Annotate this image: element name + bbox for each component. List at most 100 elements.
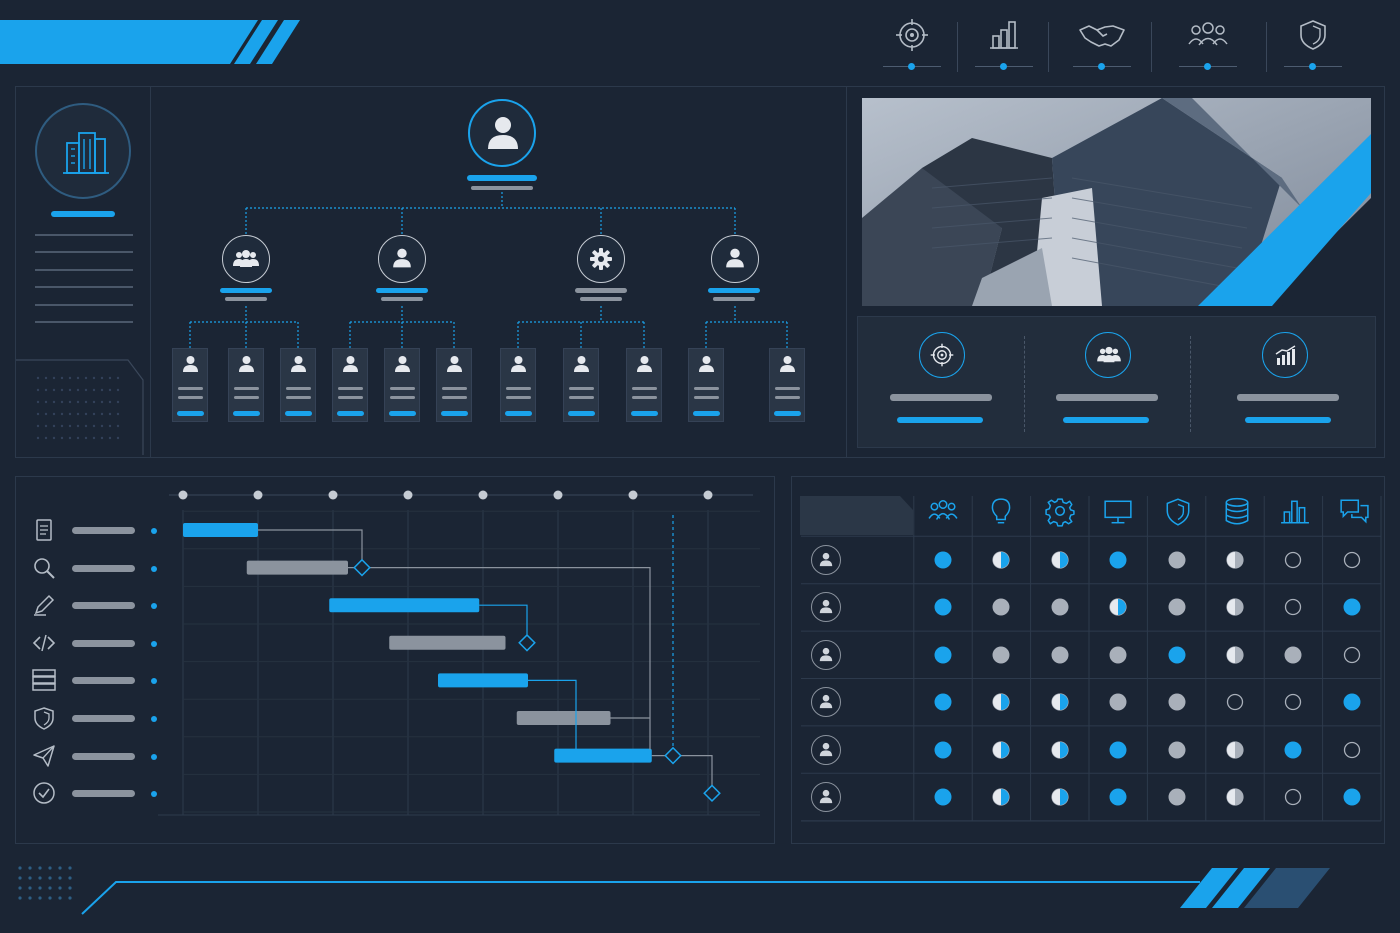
nav-handshake[interactable]: [1067, 18, 1137, 74]
matrix-column-header[interactable]: [1103, 497, 1133, 527]
matrix-status-dot[interactable]: [992, 551, 1010, 569]
gantt-milestone-diamond[interactable]: [353, 558, 371, 577]
matrix-status-dot[interactable]: [934, 693, 952, 711]
employee-card[interactable]: [769, 348, 805, 422]
matrix-status-dot[interactable]: [1109, 646, 1127, 664]
gantt-milestone-dot[interactable]: [253, 490, 263, 500]
matrix-status-dot[interactable]: [1109, 598, 1127, 616]
matrix-row-avatar[interactable]: [811, 734, 841, 765]
matrix-status-dot[interactable]: [1109, 693, 1127, 711]
matrix-row-avatar[interactable]: [811, 782, 841, 812]
matrix-status-dot[interactable]: [1109, 788, 1127, 806]
matrix-status-dot[interactable]: [1284, 598, 1302, 616]
gantt-milestone-dot[interactable]: [403, 490, 413, 500]
matrix-status-dot[interactable]: [1168, 788, 1186, 806]
matrix-status-dot[interactable]: [1284, 551, 1302, 569]
matrix-status-dot[interactable]: [1109, 551, 1127, 569]
org-level1-node-4[interactable]: [711, 235, 759, 283]
gantt-task-bar[interactable]: [554, 748, 652, 763]
employee-card[interactable]: [436, 348, 472, 422]
matrix-status-dot[interactable]: [992, 740, 1010, 759]
gantt-milestone-diamond[interactable]: [664, 746, 682, 765]
gantt-task-row[interactable]: [30, 555, 165, 581]
gantt-task-row[interactable]: [30, 517, 165, 543]
gantt-task-bar[interactable]: [516, 711, 611, 725]
matrix-column-header[interactable]: [1280, 497, 1310, 527]
gantt-milestone-diamond[interactable]: [703, 784, 721, 803]
org-level1-node-3[interactable]: [577, 235, 625, 283]
metric-card-growth[interactable]: [1203, 316, 1367, 434]
gantt-milestone-dot[interactable]: [478, 490, 488, 500]
gantt-task-row[interactable]: [30, 743, 165, 769]
gantt-milestone-dot[interactable]: [178, 490, 188, 500]
matrix-status-dot[interactable]: [1051, 693, 1069, 711]
metric-card-target[interactable]: [859, 316, 1023, 434]
matrix-status-dot[interactable]: [1051, 551, 1069, 569]
gantt-task-row[interactable]: [30, 630, 165, 656]
org-level1-node-1[interactable]: [222, 235, 270, 283]
matrix-status-dot[interactable]: [1168, 741, 1186, 759]
matrix-status-dot[interactable]: [1343, 598, 1361, 616]
matrix-status-dot[interactable]: [1284, 646, 1302, 664]
matrix-status-dot[interactable]: [1284, 788, 1302, 806]
matrix-column-header[interactable]: [1045, 497, 1075, 527]
matrix-column-header[interactable]: [986, 497, 1016, 527]
matrix-status-dot[interactable]: [1343, 693, 1361, 711]
matrix-status-dot[interactable]: [934, 598, 952, 616]
nav-bar-chart[interactable]: [969, 18, 1039, 74]
matrix-status-dot[interactable]: [1284, 693, 1302, 711]
matrix-status-dot[interactable]: [992, 693, 1010, 711]
nav-shield[interactable]: [1278, 18, 1348, 74]
gantt-task-row[interactable]: [30, 667, 165, 693]
employee-card[interactable]: [280, 348, 316, 422]
gantt-task-row[interactable]: [30, 780, 165, 806]
company-avatar[interactable]: [35, 103, 131, 199]
org-root-node[interactable]: [468, 99, 536, 167]
employee-card[interactable]: [563, 348, 599, 422]
matrix-status-dot[interactable]: [1226, 598, 1244, 616]
matrix-status-dot[interactable]: [934, 646, 952, 664]
matrix-status-dot[interactable]: [1051, 740, 1069, 759]
employee-card[interactable]: [228, 348, 264, 422]
matrix-status-dot[interactable]: [934, 551, 952, 569]
matrix-column-header[interactable]: [1339, 497, 1369, 527]
gantt-task-row[interactable]: [30, 592, 165, 618]
matrix-status-dot[interactable]: [1343, 788, 1361, 806]
gantt-task-bar[interactable]: [389, 635, 506, 650]
matrix-status-dot[interactable]: [1168, 551, 1186, 569]
matrix-status-dot[interactable]: [1226, 646, 1244, 664]
matrix-status-dot[interactable]: [934, 741, 952, 759]
matrix-status-dot[interactable]: [1226, 693, 1244, 711]
matrix-status-dot[interactable]: [992, 598, 1010, 616]
nav-team[interactable]: [1173, 18, 1243, 74]
employee-card[interactable]: [332, 348, 368, 422]
matrix-status-dot[interactable]: [1168, 646, 1186, 664]
matrix-status-dot[interactable]: [1343, 551, 1361, 569]
employee-card[interactable]: [172, 348, 208, 422]
matrix-status-dot[interactable]: [1343, 741, 1361, 759]
gantt-milestone-diamond[interactable]: [518, 633, 536, 652]
matrix-status-dot[interactable]: [1226, 551, 1244, 569]
gantt-milestone-dot[interactable]: [703, 490, 713, 500]
matrix-status-dot[interactable]: [992, 646, 1010, 664]
matrix-row-avatar[interactable]: [811, 592, 841, 623]
gantt-task-bar[interactable]: [438, 673, 528, 688]
employee-card[interactable]: [500, 348, 536, 422]
matrix-status-dot[interactable]: [1168, 598, 1186, 616]
matrix-status-dot[interactable]: [1109, 741, 1127, 759]
matrix-row-avatar[interactable]: [811, 545, 841, 575]
matrix-row-avatar[interactable]: [811, 639, 841, 670]
org-level1-node-2[interactable]: [378, 235, 426, 283]
metric-card-team[interactable]: [1025, 316, 1189, 434]
matrix-row-avatar[interactable]: [811, 687, 841, 718]
matrix-status-dot[interactable]: [934, 788, 952, 806]
employee-card[interactable]: [626, 348, 662, 422]
matrix-status-dot[interactable]: [1051, 646, 1069, 664]
employee-card[interactable]: [688, 348, 724, 422]
gantt-task-bar[interactable]: [329, 598, 480, 613]
matrix-column-header[interactable]: [928, 497, 958, 527]
gantt-task-row[interactable]: [30, 705, 165, 731]
matrix-status-dot[interactable]: [1226, 740, 1244, 759]
gantt-milestone-dot[interactable]: [328, 490, 338, 500]
nav-target[interactable]: [877, 18, 947, 74]
